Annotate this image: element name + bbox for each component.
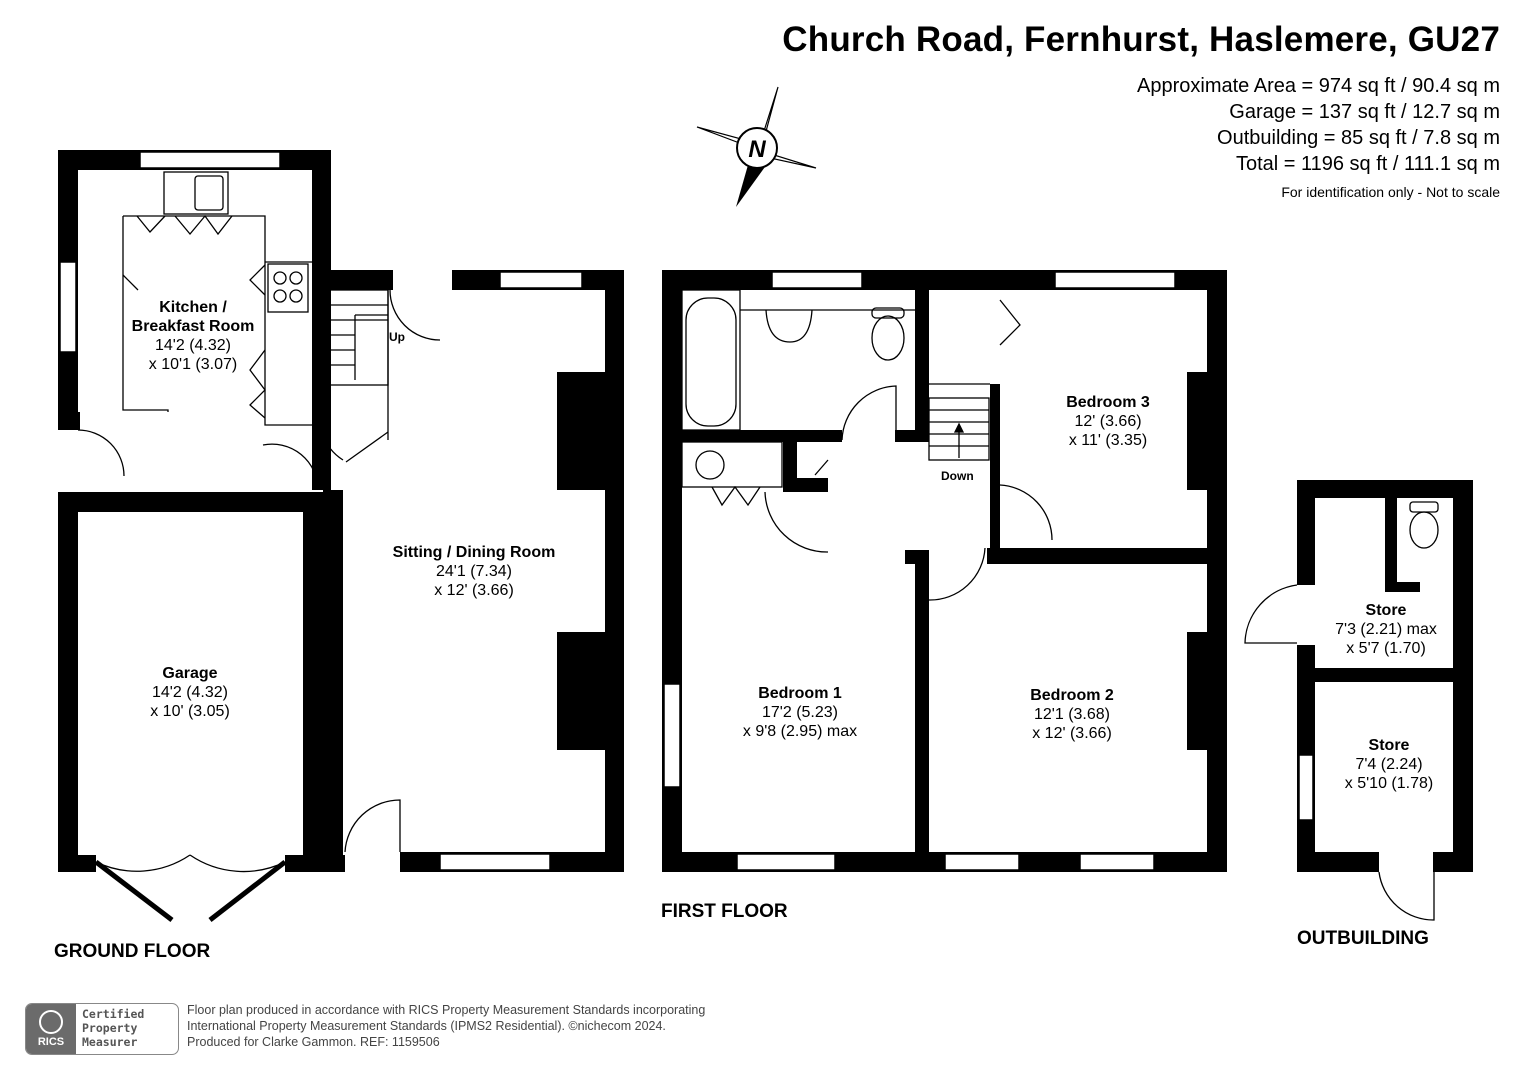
area-line-approx: Approximate Area = 974 sq ft / 90.4 sq m <box>1137 75 1500 97</box>
room-bedroom1-name: Bedroom 1 <box>758 685 842 702</box>
area-summary: Approximate Area = 974 sq ft / 90.4 sq m… <box>1137 73 1500 177</box>
room-bedroom1-dim-2: x 9'8 (2.95) max <box>742 723 858 740</box>
room-kitchen: Kitchen / Breakfast Room 14'2 (4.32) x 1… <box>132 298 255 374</box>
room-sitting-dim-1: 24'1 (7.34) <box>435 563 512 580</box>
room-kitchen-name-2: Breakfast Room <box>131 318 255 335</box>
outbuilding-fittings <box>1244 501 1439 921</box>
first-floor-windows <box>663 271 1176 871</box>
room-bedroom3-dim-1: 12' (3.66) <box>1074 413 1142 430</box>
room-kitchen-dim-1: 14'2 (4.32) <box>154 337 231 354</box>
room-kitchen-dim-2: x 10'1 (3.07) <box>148 356 238 373</box>
badge-line-2: Property <box>82 1021 138 1035</box>
badge-line-1: Certified <box>82 1007 145 1021</box>
room-store1-dim-2: x 5'7 (1.70) <box>1346 640 1426 657</box>
compass-icon: N <box>696 86 817 207</box>
room-sitting-dim-2: x 12' (3.66) <box>434 582 514 599</box>
stairs-down-label: Down <box>941 469 974 483</box>
room-bedroom2-dim-1: 12'1 (3.68) <box>1033 706 1110 723</box>
outbuilding-label: OUTBUILDING <box>1297 928 1429 949</box>
property-title: Church Road, Fernhurst, Haslemere, GU27 <box>782 20 1500 59</box>
footer-line-3: Produced for Clarke Gammon. REF: 1159506 <box>187 1035 440 1049</box>
room-store2-name: Store <box>1368 737 1410 754</box>
outbuilding-walls <box>1297 480 1473 872</box>
room-bedroom-1: Bedroom 1 17'2 (5.23) x 9'8 (2.95) max <box>743 684 857 741</box>
room-garage-dim-1: 14'2 (4.32) <box>151 684 228 701</box>
area-line-total: Total = 1196 sq ft / 111.1 sq m <box>1235 153 1500 175</box>
scale-note: For identification only - Not to scale <box>1281 184 1500 200</box>
rics-logo-text: RICS <box>37 1036 65 1048</box>
first-floor-walls <box>662 270 1227 872</box>
room-sitting-name: Sitting / Dining Room <box>392 544 556 561</box>
footer-line-1: Floor plan produced in accordance with R… <box>187 1003 706 1017</box>
room-bedroom2-dim-2: x 12' (3.66) <box>1032 725 1112 742</box>
rics-logo: RICS <box>26 1004 76 1054</box>
ground-floor-walls <box>58 150 624 872</box>
room-bedroom3-name: Bedroom 3 <box>1066 394 1150 411</box>
stairs-up-label: Up <box>389 330 405 344</box>
room-store-1: Store 7'3 (2.21) max x 5'7 (1.70) <box>1335 601 1437 658</box>
area-line-garage: Garage = 137 sq ft / 12.7 sq m <box>1229 101 1500 123</box>
room-store1-dim-1: 7'3 (2.21) max <box>1335 621 1437 638</box>
first-floor-fittings <box>681 289 1053 601</box>
room-bedroom3-dim-2: x 11' (3.35) <box>1068 432 1148 449</box>
room-garage: Garage 14'2 (4.32) x 10' (3.05) <box>150 664 230 721</box>
room-store-2: Store 7'4 (2.24) x 5'10 (1.78) <box>1345 736 1433 793</box>
footer-disclaimer: Floor plan produced in accordance with R… <box>187 1002 705 1050</box>
compass-letter: N <box>748 136 766 163</box>
room-garage-name: Garage <box>162 665 218 682</box>
ground-floor-windows-doors <box>59 151 583 871</box>
rics-emblem-icon <box>39 1010 63 1034</box>
room-bedroom2-name: Bedroom 2 <box>1030 687 1114 704</box>
room-garage-dim-2: x 10' (3.05) <box>150 703 230 720</box>
room-bedroom-2: Bedroom 2 12'1 (3.68) x 12' (3.66) <box>1030 686 1114 743</box>
room-bedroom-3: Bedroom 3 12' (3.66) x 11' (3.35) <box>1066 393 1150 450</box>
area-line-outbuilding: Outbuilding = 85 sq ft / 7.8 sq m <box>1217 127 1500 149</box>
badge-line-3: Measurer <box>82 1035 138 1049</box>
footer-line-2: International Property Measurement Stand… <box>187 1019 666 1033</box>
rics-badge-text: Certified Property Measurer <box>76 1004 150 1054</box>
ground-floor-label: GROUND FLOOR <box>54 941 211 962</box>
rics-badge: RICS Certified Property Measurer <box>25 1003 179 1055</box>
room-store2-dim-2: x 5'10 (1.78) <box>1344 775 1434 792</box>
room-store1-name: Store <box>1365 602 1407 619</box>
room-kitchen-name-1: Kitchen / <box>159 299 227 316</box>
first-floor-label: FIRST FLOOR <box>661 901 788 922</box>
room-bedroom1-dim-1: 17'2 (5.23) <box>762 704 838 721</box>
room-sitting-dining: Sitting / Dining Room 24'1 (7.34) x 12' … <box>393 543 556 600</box>
ground-floor-fittings <box>77 171 441 922</box>
room-store2-dim-1: 7'4 (2.24) <box>1355 756 1423 773</box>
